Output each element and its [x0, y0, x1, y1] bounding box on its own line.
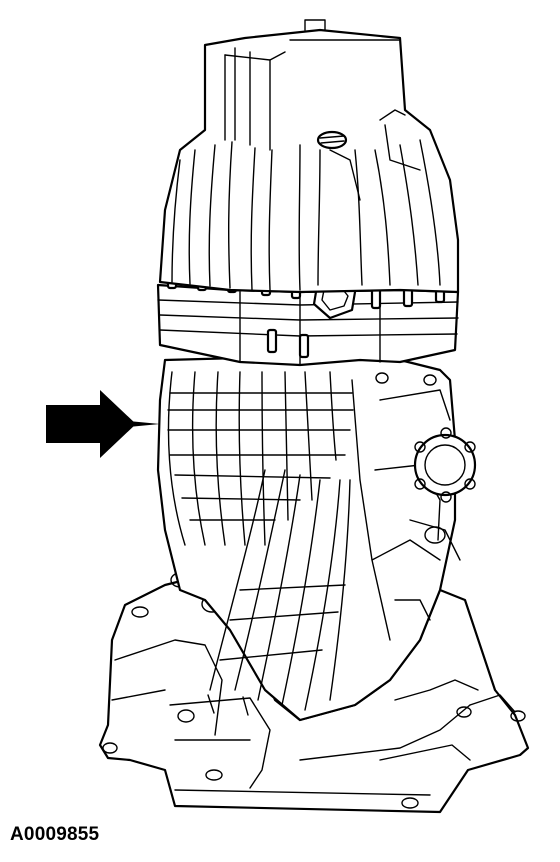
- figure-id-label: A0009855: [10, 824, 100, 845]
- case-upper-housing: [158, 19, 460, 294]
- breather-vent: [316, 130, 348, 150]
- rib-grille: [167, 371, 354, 546]
- side-cover-plate: [413, 427, 477, 503]
- case-main-body: [156, 353, 477, 722]
- pointer-arrow: [46, 390, 160, 458]
